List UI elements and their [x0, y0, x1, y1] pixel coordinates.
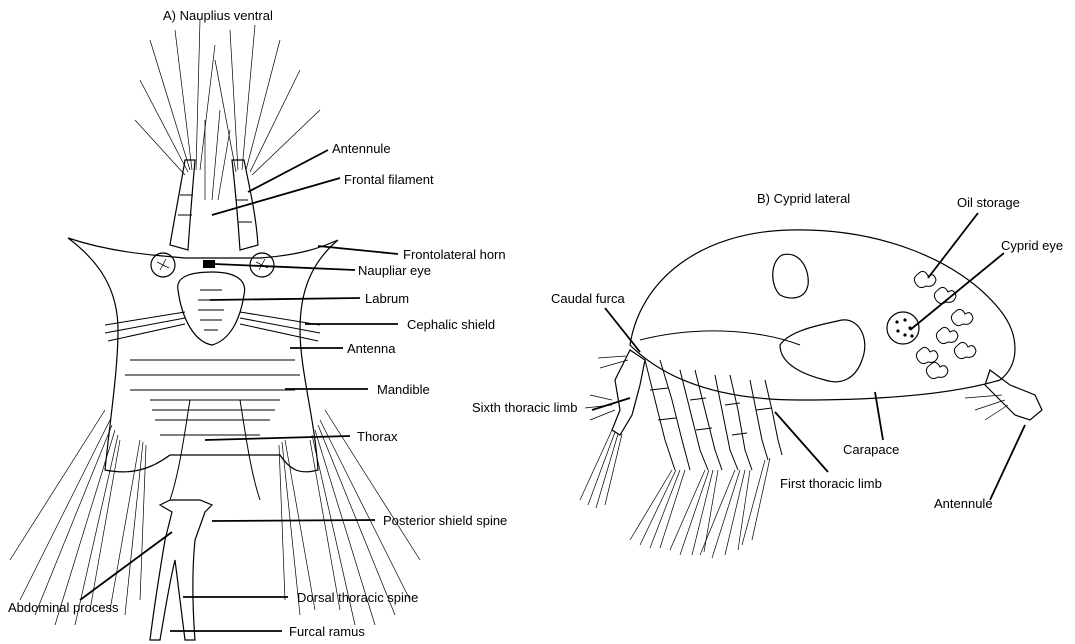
inner-organ-lower — [780, 320, 865, 382]
oil-storage-cells — [914, 271, 976, 378]
panel-b-leaders — [592, 213, 1025, 500]
leader-antennule-b — [990, 425, 1025, 500]
label-frontal-filament: Frontal filament — [344, 172, 434, 187]
leader-labrum — [210, 298, 360, 300]
panel-a-title: A) Nauplius ventral — [163, 8, 273, 23]
label-first-thoracic-limb: First thoracic limb — [780, 476, 882, 491]
label-antenna: Antenna — [347, 341, 396, 356]
carapace-outline — [630, 230, 1015, 400]
panel-b-title: B) Cyprid lateral — [757, 191, 850, 206]
thorax-region — [150, 400, 280, 500]
leader-oil-storage — [928, 213, 978, 278]
cyprid-antennule-outline — [985, 370, 1042, 420]
thoracic-setae — [630, 458, 770, 558]
label-labrum: Labrum — [365, 291, 409, 306]
label-mandible: Mandible — [377, 382, 430, 397]
label-antennule-a: Antennule — [332, 141, 391, 156]
label-carapace: Carapace — [843, 442, 899, 457]
abdominal-process-outline — [150, 500, 212, 640]
leader-first-thoracic-limb — [775, 412, 828, 472]
label-oil-storage: Oil storage — [957, 195, 1020, 210]
label-posterior-shield-spine: Posterior shield spine — [383, 513, 507, 528]
label-frontolateral-horn: Frontolateral horn — [403, 247, 506, 262]
leader-frontolateral-horn — [318, 246, 398, 254]
leader-naupliar-eye — [215, 264, 355, 270]
label-thorax: Thorax — [357, 429, 398, 444]
label-antennule-b: Antennule — [934, 496, 993, 511]
label-cephalic-shield: Cephalic shield — [407, 317, 495, 332]
leader-frontal-filament — [212, 178, 340, 215]
label-furcal-ramus: Furcal ramus — [289, 624, 365, 639]
leader-thorax — [205, 436, 350, 440]
naupliar-eye-dot — [203, 260, 215, 268]
antenna-appendages — [105, 312, 320, 390]
leader-carapace — [875, 392, 883, 440]
label-caudal-furca: Caudal furca — [551, 291, 625, 306]
labrum-outline — [178, 272, 245, 345]
label-abdominal-process: Abdominal process — [8, 600, 119, 615]
antennule-setae — [135, 20, 320, 200]
inner-organ-upper — [773, 254, 809, 298]
cyprid-eye-dots — [895, 318, 913, 337]
thoracic-limbs — [645, 360, 782, 470]
nauplius-drawing — [10, 20, 420, 640]
label-sixth-thoracic-limb: Sixth thoracic limb — [472, 400, 577, 415]
leader-cyprid-eye — [910, 253, 1004, 330]
label-dorsal-thoracic-spine: Dorsal thoracic spine — [297, 590, 418, 605]
leader-caudal-furca — [605, 308, 640, 352]
label-naupliar-eye: Naupliar eye — [358, 263, 431, 278]
cyprid-eye-circle — [887, 312, 919, 344]
leader-posterior-shield-spine — [212, 520, 375, 521]
label-cyprid-eye: Cyprid eye — [1001, 238, 1063, 253]
panel-b-labels: Oil storage Cyprid eye Caudal furca Sixt… — [472, 195, 1063, 511]
caudal-limb-outline — [612, 350, 645, 435]
